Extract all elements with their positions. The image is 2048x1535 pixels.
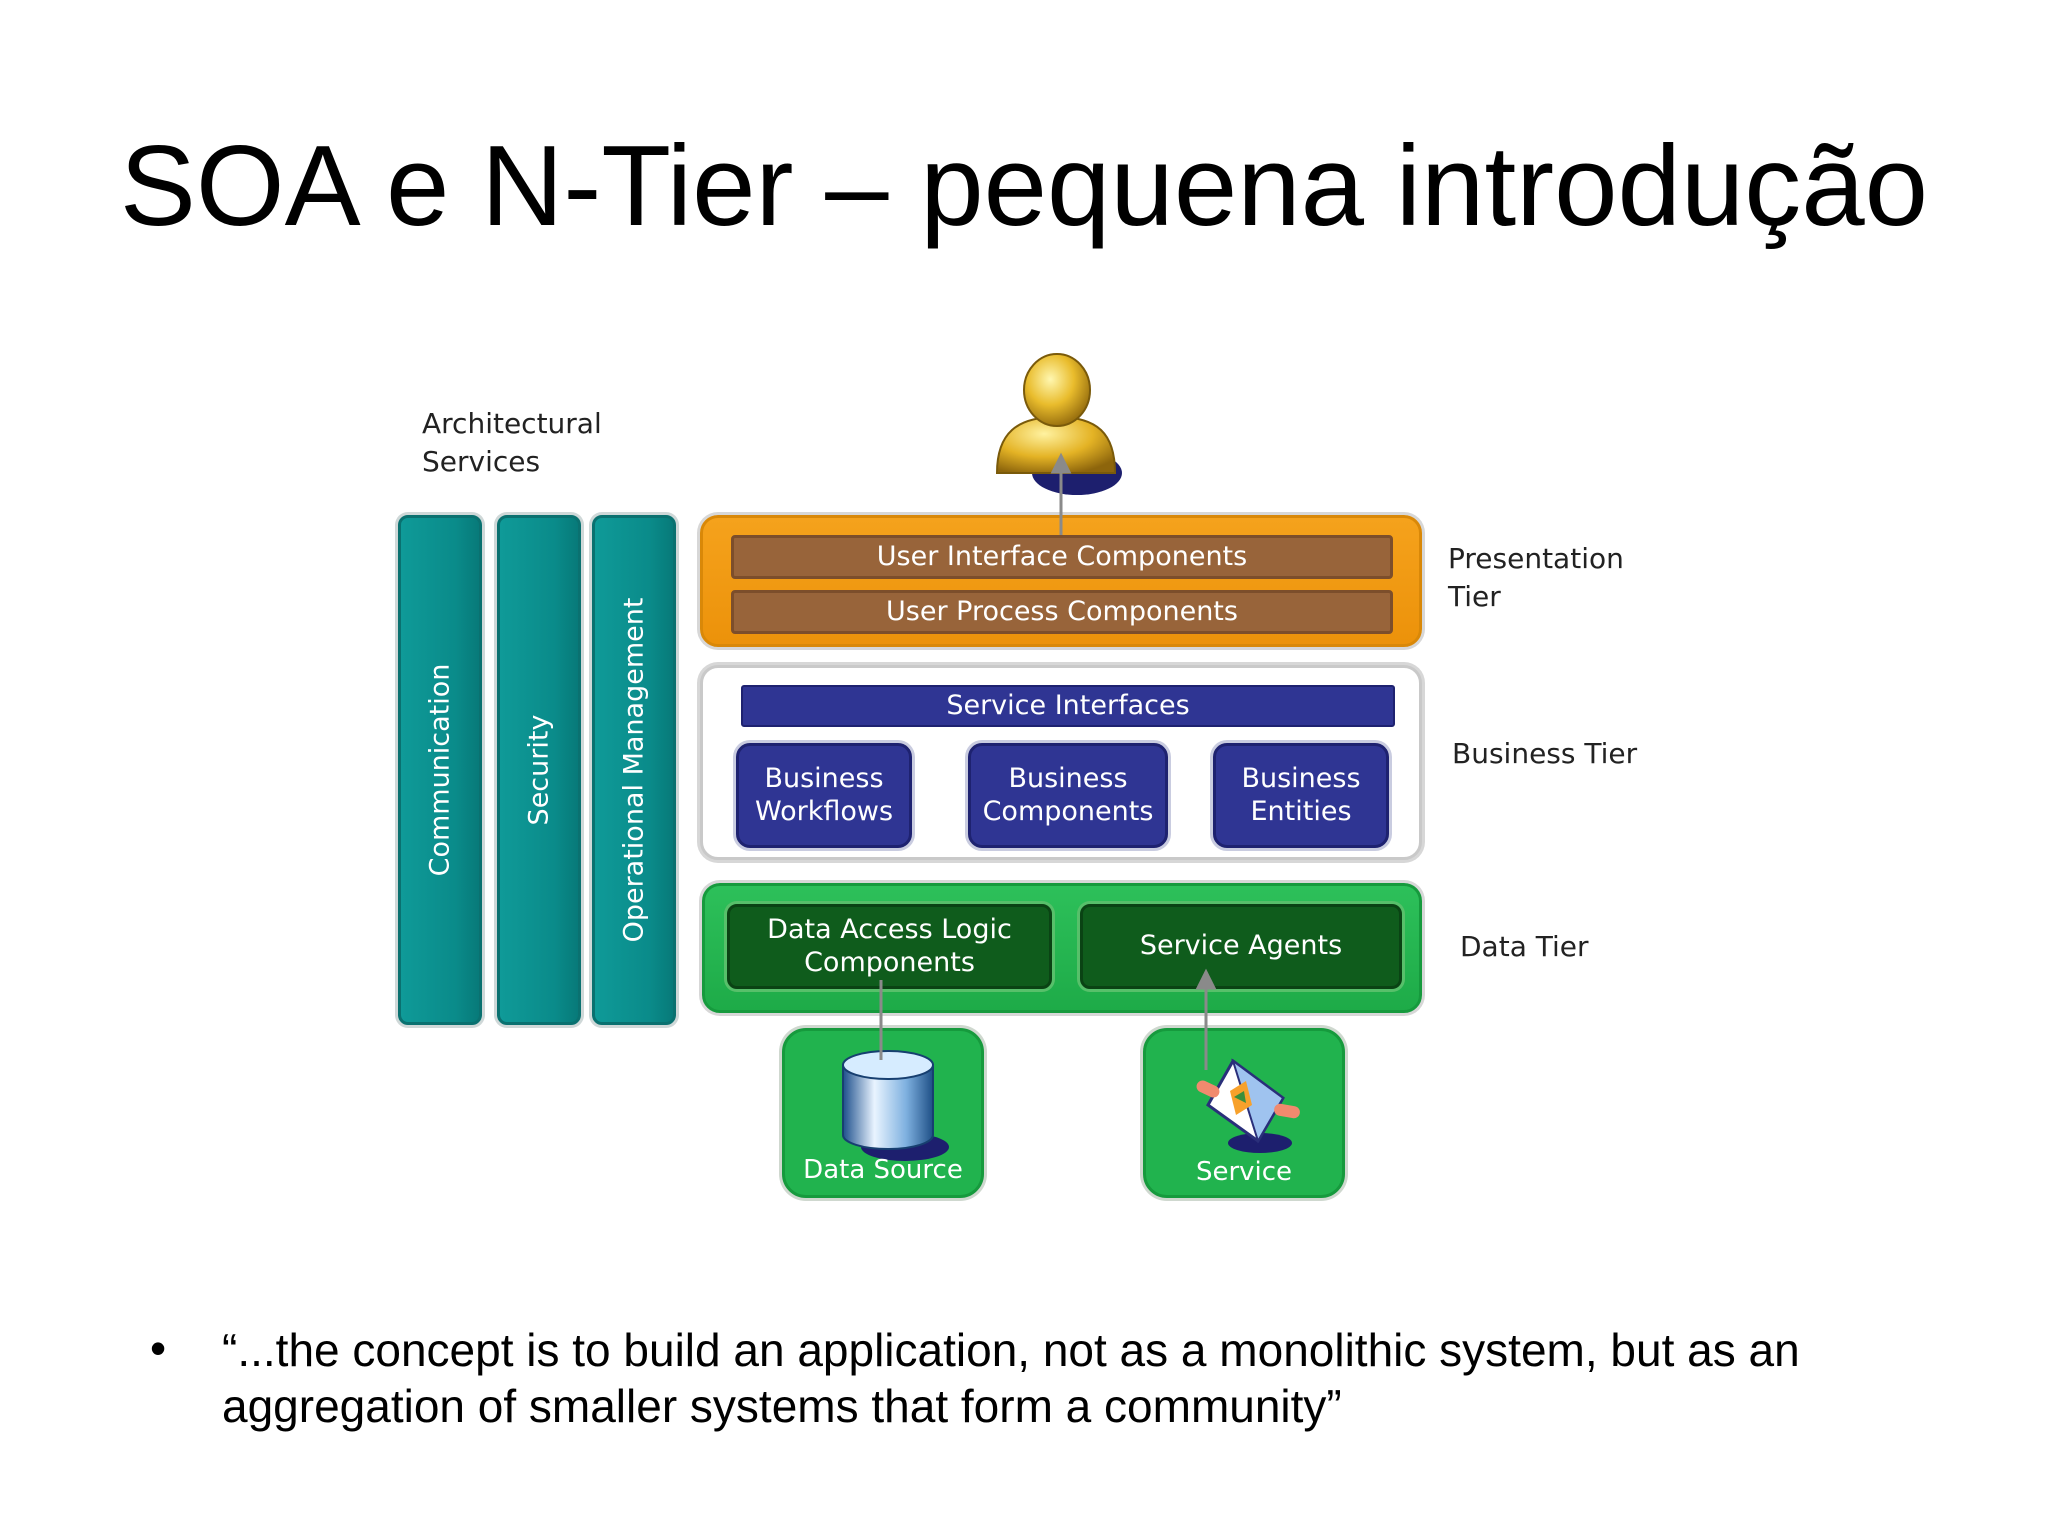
ui-to-user-arrowhead [1050,452,1072,474]
data-tier-box: Data Access Logic Components Service Age… [702,883,1422,1013]
user-interface-components: User Interface Components [731,535,1393,579]
service-label: Service [1195,1157,1293,1187]
user-process-components: User Process Components [731,590,1393,634]
pillar-security: Security [497,515,581,1025]
slide-title: SOA e N-Tier – pequena introdução [119,123,1929,250]
service-interfaces: Service Interfaces [741,685,1395,727]
business-workflows: Business Workflows [736,743,912,848]
bullet-marker: • [150,1322,167,1374]
bullet-text: “...the concept is to build an applicati… [222,1324,1800,1433]
service-to-agents-arrowhead [1195,968,1217,990]
database-cylinder-icon [842,1050,949,1161]
architectural-services-heading: Architectural Services [422,407,602,478]
pillar-operational-management: Operational Management [592,515,676,1025]
business-tier-box: Service Interfaces Business Workflows Bu… [700,665,1422,860]
data-source-label: Data Source [803,1155,963,1185]
user-person-icon [995,353,1122,495]
service-agents: Service Agents [1080,904,1402,989]
data-tier-label: Data Tier [1460,930,1589,963]
business-entities: Business Entities [1213,743,1389,848]
pillar-communication: Communication [398,515,482,1025]
business-components: Business Components [968,743,1168,848]
presentation-tier-label: Presentation Tier [1448,542,1624,613]
service-box: Service [1143,1028,1345,1198]
data-source-box: Data Source [782,1028,984,1198]
service-prism-icon [1196,1058,1300,1153]
data-access-logic-components: Data Access Logic Components [727,904,1052,989]
business-tier-label: Business Tier [1452,737,1638,770]
presentation-tier-box: User Interface Components User Process C… [700,515,1422,647]
